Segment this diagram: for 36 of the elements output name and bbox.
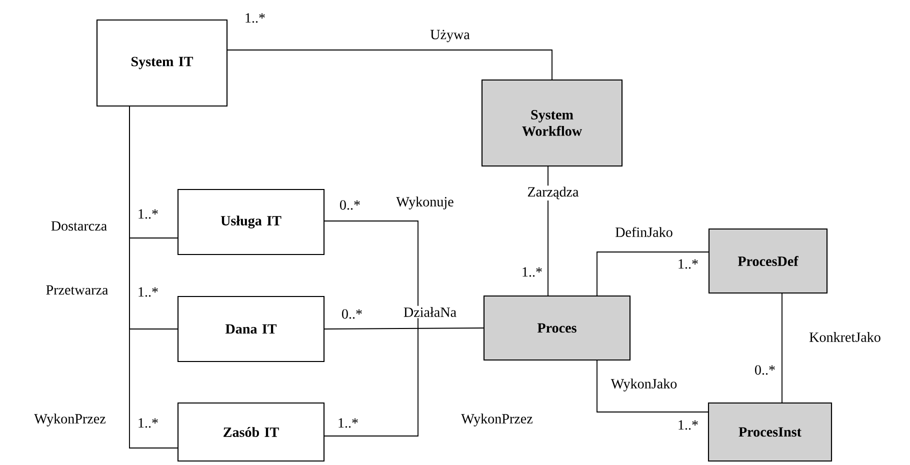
- edge-label: WykonPrzez: [32, 412, 108, 428]
- class-box: Usługa IT: [177, 188, 325, 256]
- multiplicity-label: 0..*: [753, 364, 777, 376]
- multiplicity-label: 1..*: [136, 417, 160, 429]
- class-box: Zasób IT: [177, 402, 325, 462]
- multiplicity-label: 1..*: [136, 286, 160, 298]
- multiplicity-label: 0..*: [338, 199, 362, 211]
- edge-label: DziałaNa: [402, 306, 458, 318]
- association-line: [227, 50, 552, 80]
- association-line: [129, 106, 178, 448]
- class-box: System IT: [96, 19, 228, 107]
- multiplicity-label: 1..*: [336, 417, 360, 429]
- class-box: Proces: [483, 295, 631, 361]
- class-box: Dana IT: [177, 296, 325, 362]
- multiplicity-label: 1..*: [676, 258, 700, 270]
- edge-label: WykonJako: [610, 377, 678, 393]
- association-line: [324, 328, 484, 330]
- multiplicity-label: 0..*: [340, 308, 364, 320]
- association-line: [596, 252, 709, 296]
- association-line: [596, 360, 708, 412]
- multiplicity-label: 1..*: [243, 12, 267, 24]
- edge-label: Zarządza: [526, 186, 580, 200]
- class-box: ProcesDef: [708, 228, 828, 294]
- edge-label: Używa: [428, 28, 472, 44]
- edge-label: Przetwarza: [44, 284, 110, 296]
- edge-label: KonkretJako: [808, 330, 882, 344]
- multiplicity-label: 1..*: [136, 208, 160, 220]
- multiplicity-label: WykonPrzez: [460, 412, 534, 428]
- class-box: System Workflow: [481, 79, 623, 167]
- multiplicity-label: 1..*: [676, 419, 700, 431]
- multiplicity-label: 1..*: [520, 266, 544, 278]
- edge-label: Dostarcza: [50, 220, 108, 232]
- edge-label: DefinJako: [614, 226, 674, 238]
- association-line: [324, 220, 418, 436]
- edge-label: Wykonuje: [394, 195, 456, 211]
- class-box: ProcesInst: [708, 402, 832, 462]
